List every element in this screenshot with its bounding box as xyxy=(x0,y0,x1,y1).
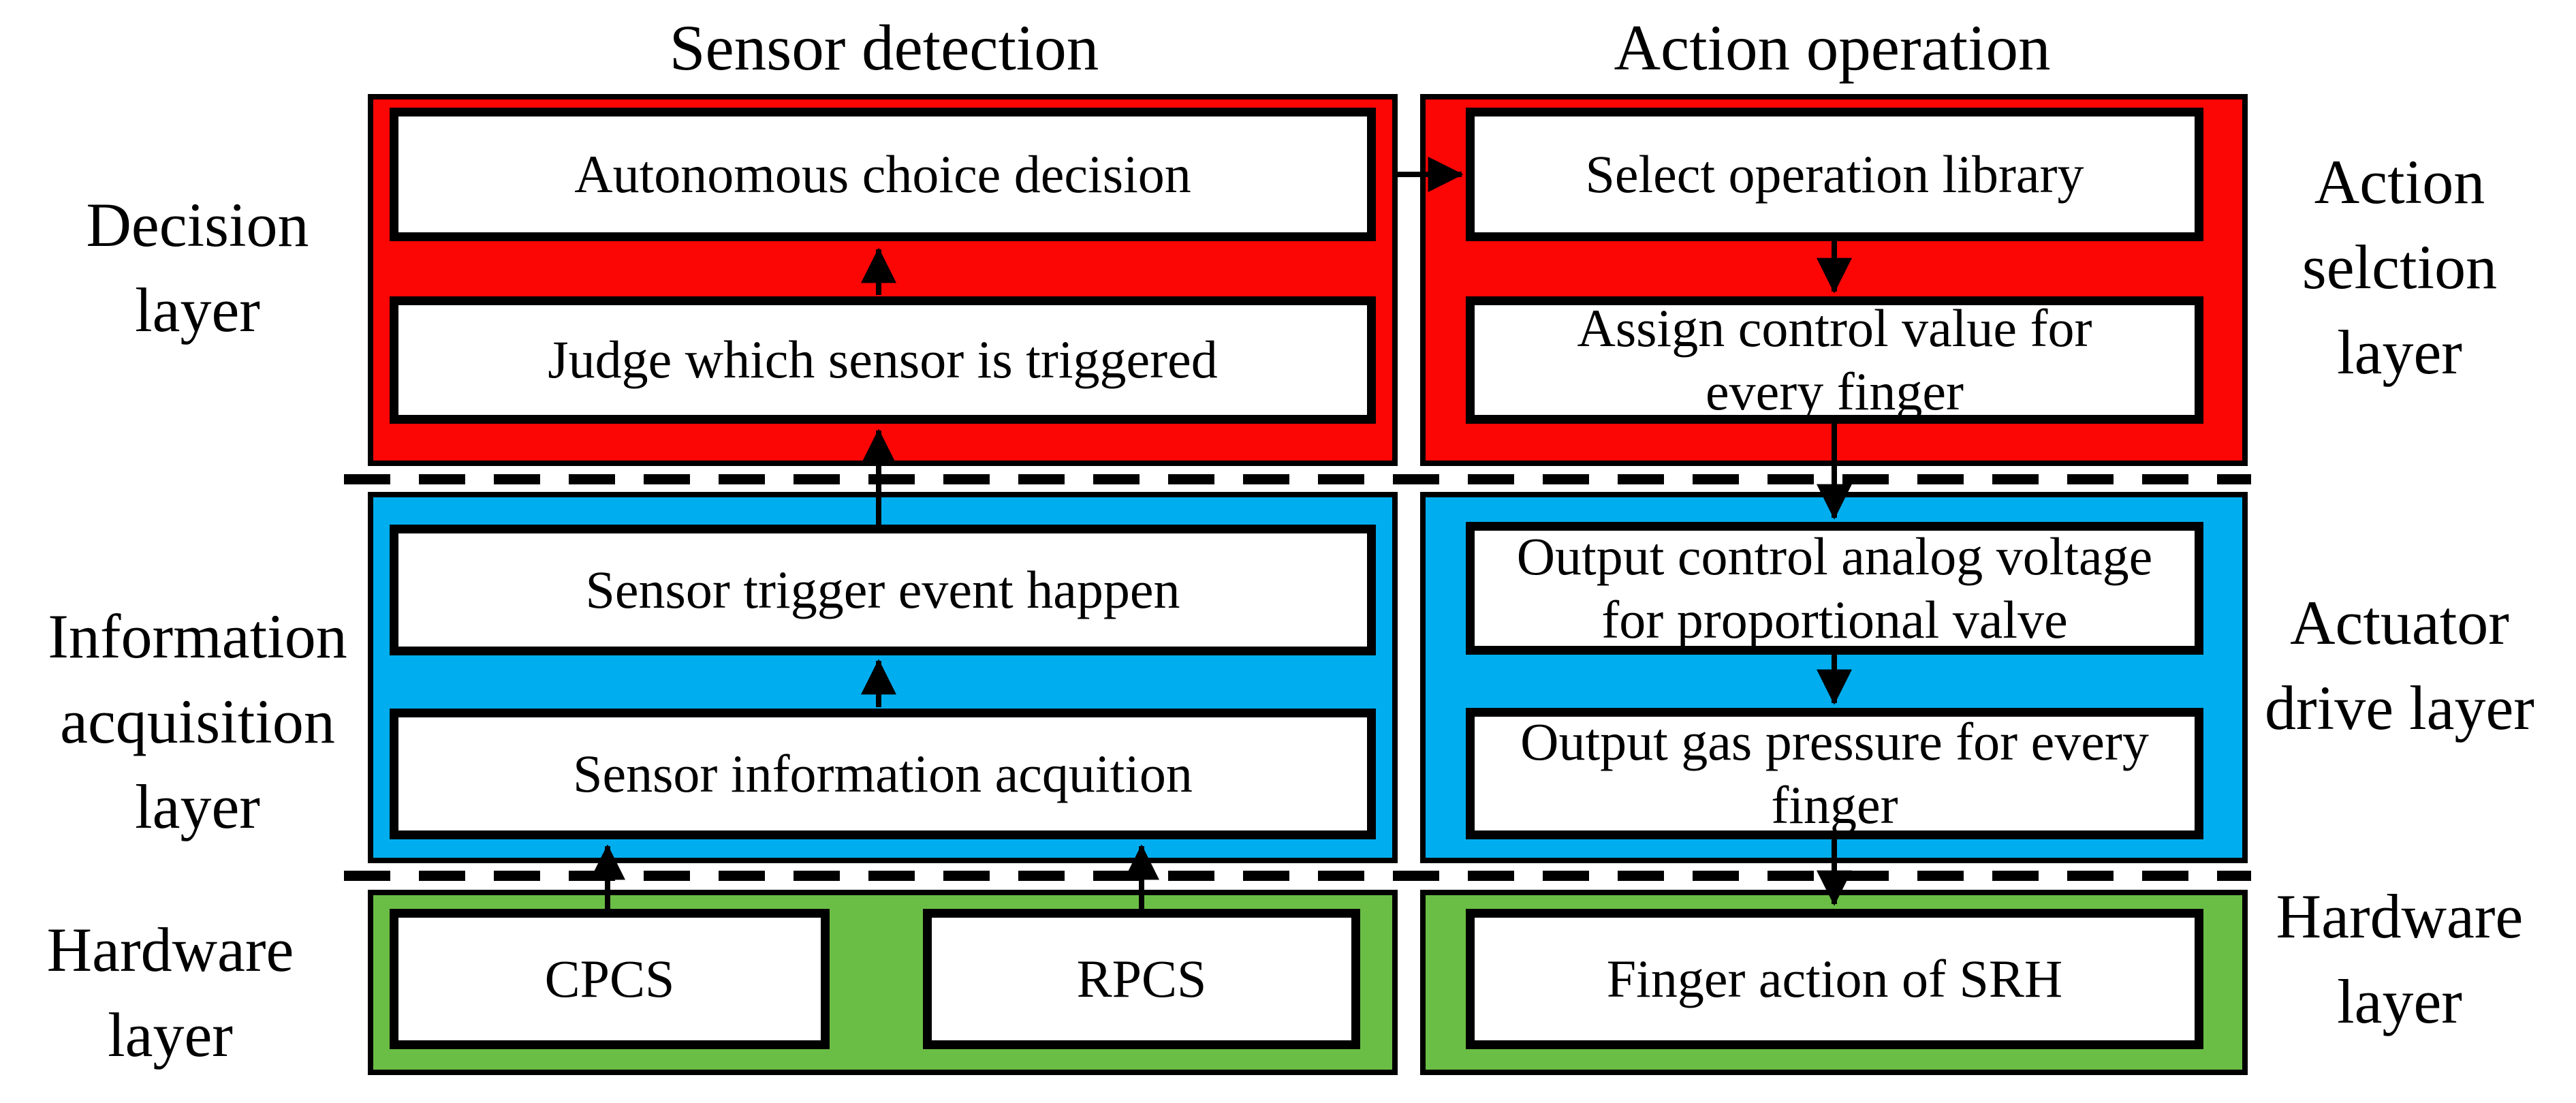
label-action-selction-layer: Action selction layer xyxy=(2302,147,2498,388)
box-sensor-trigger-event-happen: Sensor trigger event happen xyxy=(390,525,1376,655)
box-sensor-information-acquition: Sensor information acquition xyxy=(390,709,1376,839)
label-information-acquisition-layer: Information acquisition layer xyxy=(48,602,347,842)
layer-divider-dashed-bottom xyxy=(344,871,2251,881)
label-hardware-layer-left: Hardware layer xyxy=(46,915,294,1070)
label-hardware-layer-right: Hardware layer xyxy=(2276,882,2524,1037)
layer-divider-dashed-top xyxy=(344,474,2251,484)
column-title-sensor-detection: Sensor detection xyxy=(669,12,1099,84)
box-output-control-analog-voltage: Output control analog voltage for propor… xyxy=(1466,522,2203,655)
box-judge-which-sensor-is-triggered: Judge which sensor is triggered xyxy=(390,296,1376,424)
column-title-action-operation: Action operation xyxy=(1614,12,2051,84)
label-decision-layer: Decision layer xyxy=(86,190,309,345)
label-actuator-drive-layer: Actuator drive layer xyxy=(2265,588,2534,743)
box-cpcs: CPCS xyxy=(390,909,830,1049)
box-rpcs: RPCS xyxy=(923,909,1360,1049)
box-finger-action-of-srh: Finger action of SRH xyxy=(1466,909,2203,1049)
box-autonomous-choice-decision: Autonomous choice decision xyxy=(390,108,1376,241)
box-assign-control-value: Assign control value for every finger xyxy=(1466,296,2203,424)
box-select-operation-library: Select operation library xyxy=(1466,108,2203,241)
box-output-gas-pressure: Output gas pressure for every finger xyxy=(1466,708,2203,839)
